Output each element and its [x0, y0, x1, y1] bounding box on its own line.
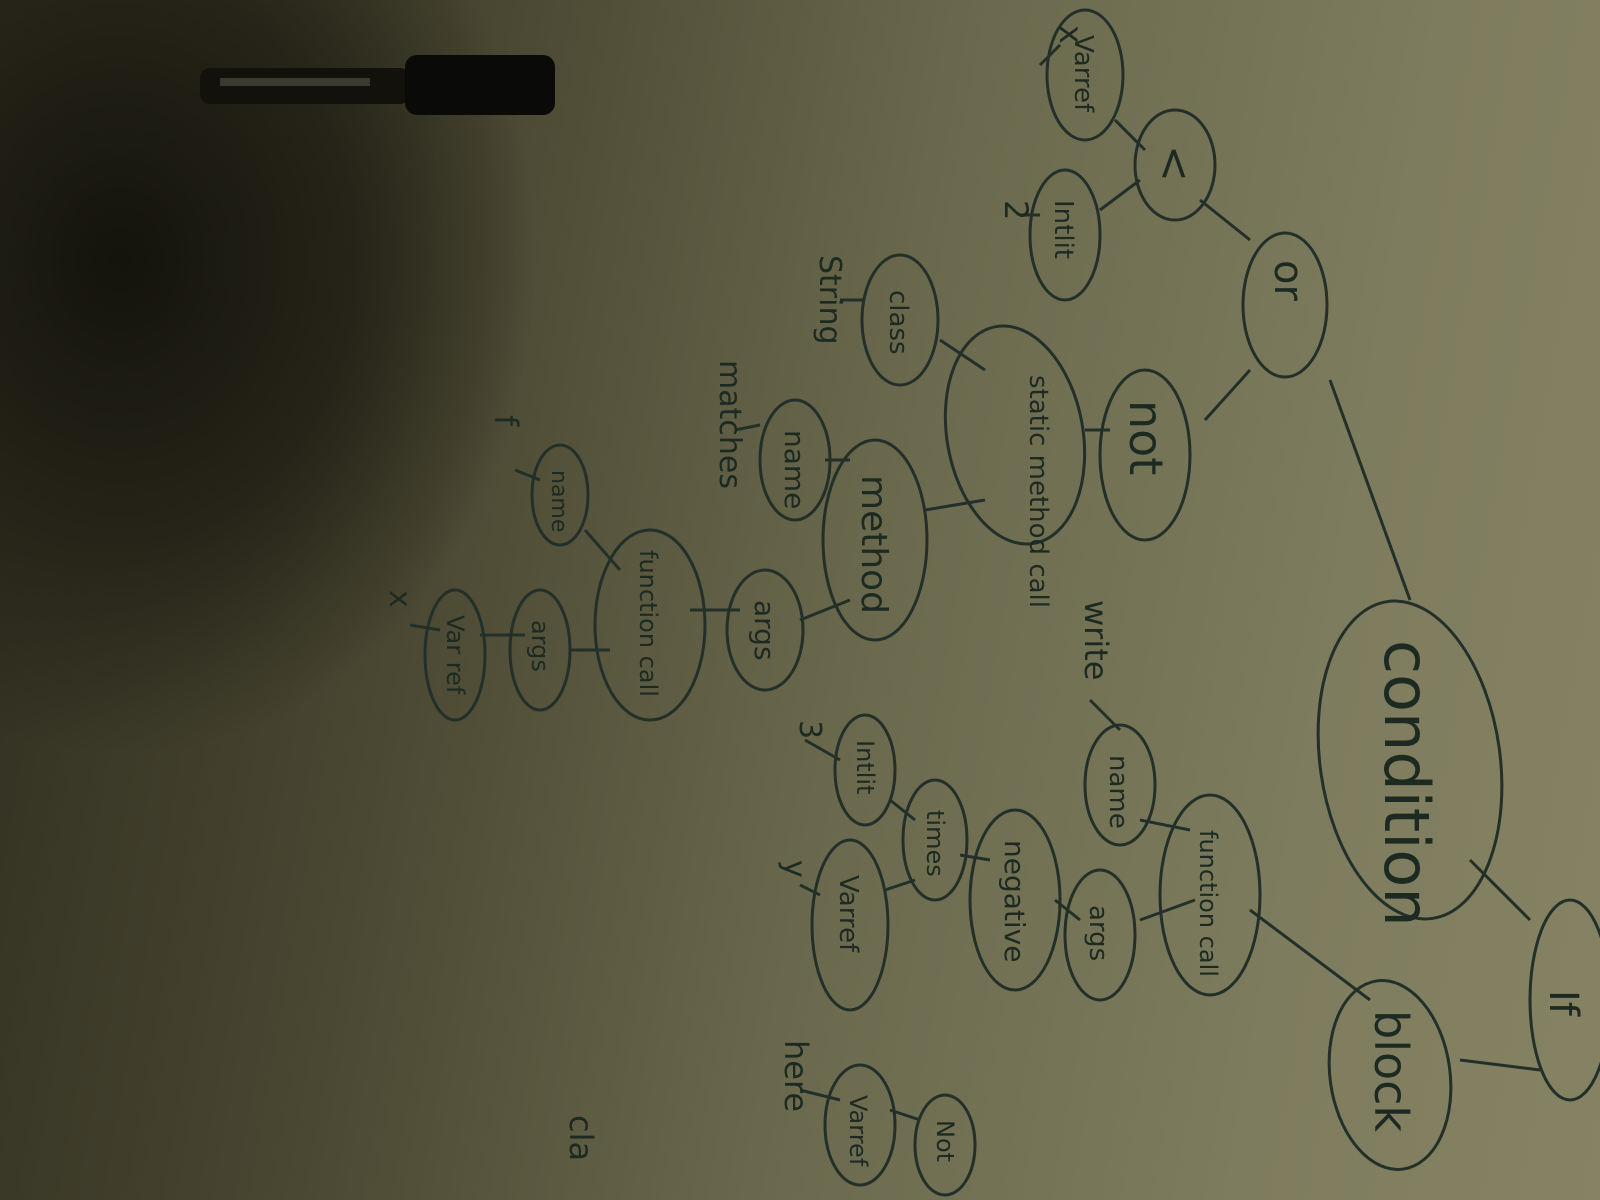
leaf-y: y [777, 860, 812, 878]
svg-text:If: If [1540, 990, 1586, 1017]
node-intlit-3: Intlit [833, 713, 897, 827]
svg-text:name: name [546, 470, 571, 532]
svg-text:args: args [526, 620, 554, 672]
node-less-than: < [1133, 108, 1217, 222]
leaf-three: 3 [792, 720, 827, 739]
leaf-labels: x 2 String matches f x write 3 y here cl… [382, 25, 1115, 1161]
node-partial-bottom: Not [913, 1093, 977, 1197]
node-args-write: args [1063, 868, 1137, 1002]
node-not: not [1098, 368, 1192, 542]
node-args-method: args [725, 568, 805, 692]
svg-text:Varref: Varref [833, 875, 863, 953]
node-name-write: name [1083, 723, 1157, 847]
marker-pen [200, 55, 555, 115]
node-intlit-2: Intlit [1028, 168, 1102, 302]
svg-text:args: args [748, 600, 781, 661]
svg-text:name: name [1103, 755, 1133, 829]
node-function-call-f: function call [593, 528, 707, 722]
node-condition: condition [1316, 599, 1504, 927]
node-negative: negative [968, 808, 1062, 992]
svg-text:name: name [778, 430, 811, 509]
svg-text:Var ref: Var ref [441, 615, 469, 695]
svg-text:static method call: static method call [1023, 375, 1053, 608]
node-partial-right: If [1528, 898, 1600, 1102]
tree-edges [409, 43, 1541, 1122]
node-name-f: name [530, 443, 590, 547]
svg-text:function call: function call [1194, 830, 1222, 977]
leaf-two: 2 [997, 200, 1035, 220]
leaf-cla: cla [562, 1115, 600, 1161]
svg-text:method: method [853, 475, 894, 614]
leaf-string: String [812, 255, 847, 345]
svg-text:Intlit: Intlit [1048, 200, 1078, 259]
leaf-x-bottom: x [382, 590, 417, 608]
svg-text:times: times [921, 810, 949, 877]
svg-text:<: < [1149, 145, 1200, 182]
leaf-write: write [1077, 600, 1115, 680]
svg-text:negative: negative [998, 840, 1031, 962]
node-function-call-write: function call [1158, 793, 1262, 997]
svg-text:Not: Not [931, 1120, 959, 1162]
svg-text:not: not [1119, 400, 1173, 475]
node-name-method: name [758, 398, 832, 522]
svg-text:or: or [1265, 260, 1311, 301]
node-method: method [821, 438, 929, 642]
node-varref-here: Varref [823, 1063, 897, 1187]
node-times: times [901, 778, 969, 902]
svg-text:class: class [883, 290, 913, 355]
svg-text:Varref: Varref [844, 1095, 872, 1167]
svg-text:Intlit: Intlit [851, 740, 879, 794]
svg-text:function call: function call [634, 550, 662, 697]
node-args-f: args [508, 588, 572, 712]
leaf-matches: matches [712, 360, 747, 489]
node-class: class [860, 253, 940, 387]
node-varref-f: Var ref [423, 588, 487, 722]
svg-text:block: block [1364, 1010, 1418, 1132]
leaf-f: f [487, 415, 525, 427]
svg-text:condition: condition [1370, 640, 1443, 927]
node-or: or [1241, 231, 1329, 379]
svg-text:args: args [1083, 905, 1113, 961]
node-varref-x: Varref [1045, 8, 1125, 142]
node-static-method-call: static method call [943, 324, 1087, 608]
leaf-x-top: x [1052, 25, 1090, 44]
leaf-here: here [777, 1040, 815, 1112]
svg-text:Varref: Varref [1068, 35, 1098, 113]
node-block: block [1327, 979, 1453, 1171]
node-varref-times: Varref [810, 838, 890, 1012]
